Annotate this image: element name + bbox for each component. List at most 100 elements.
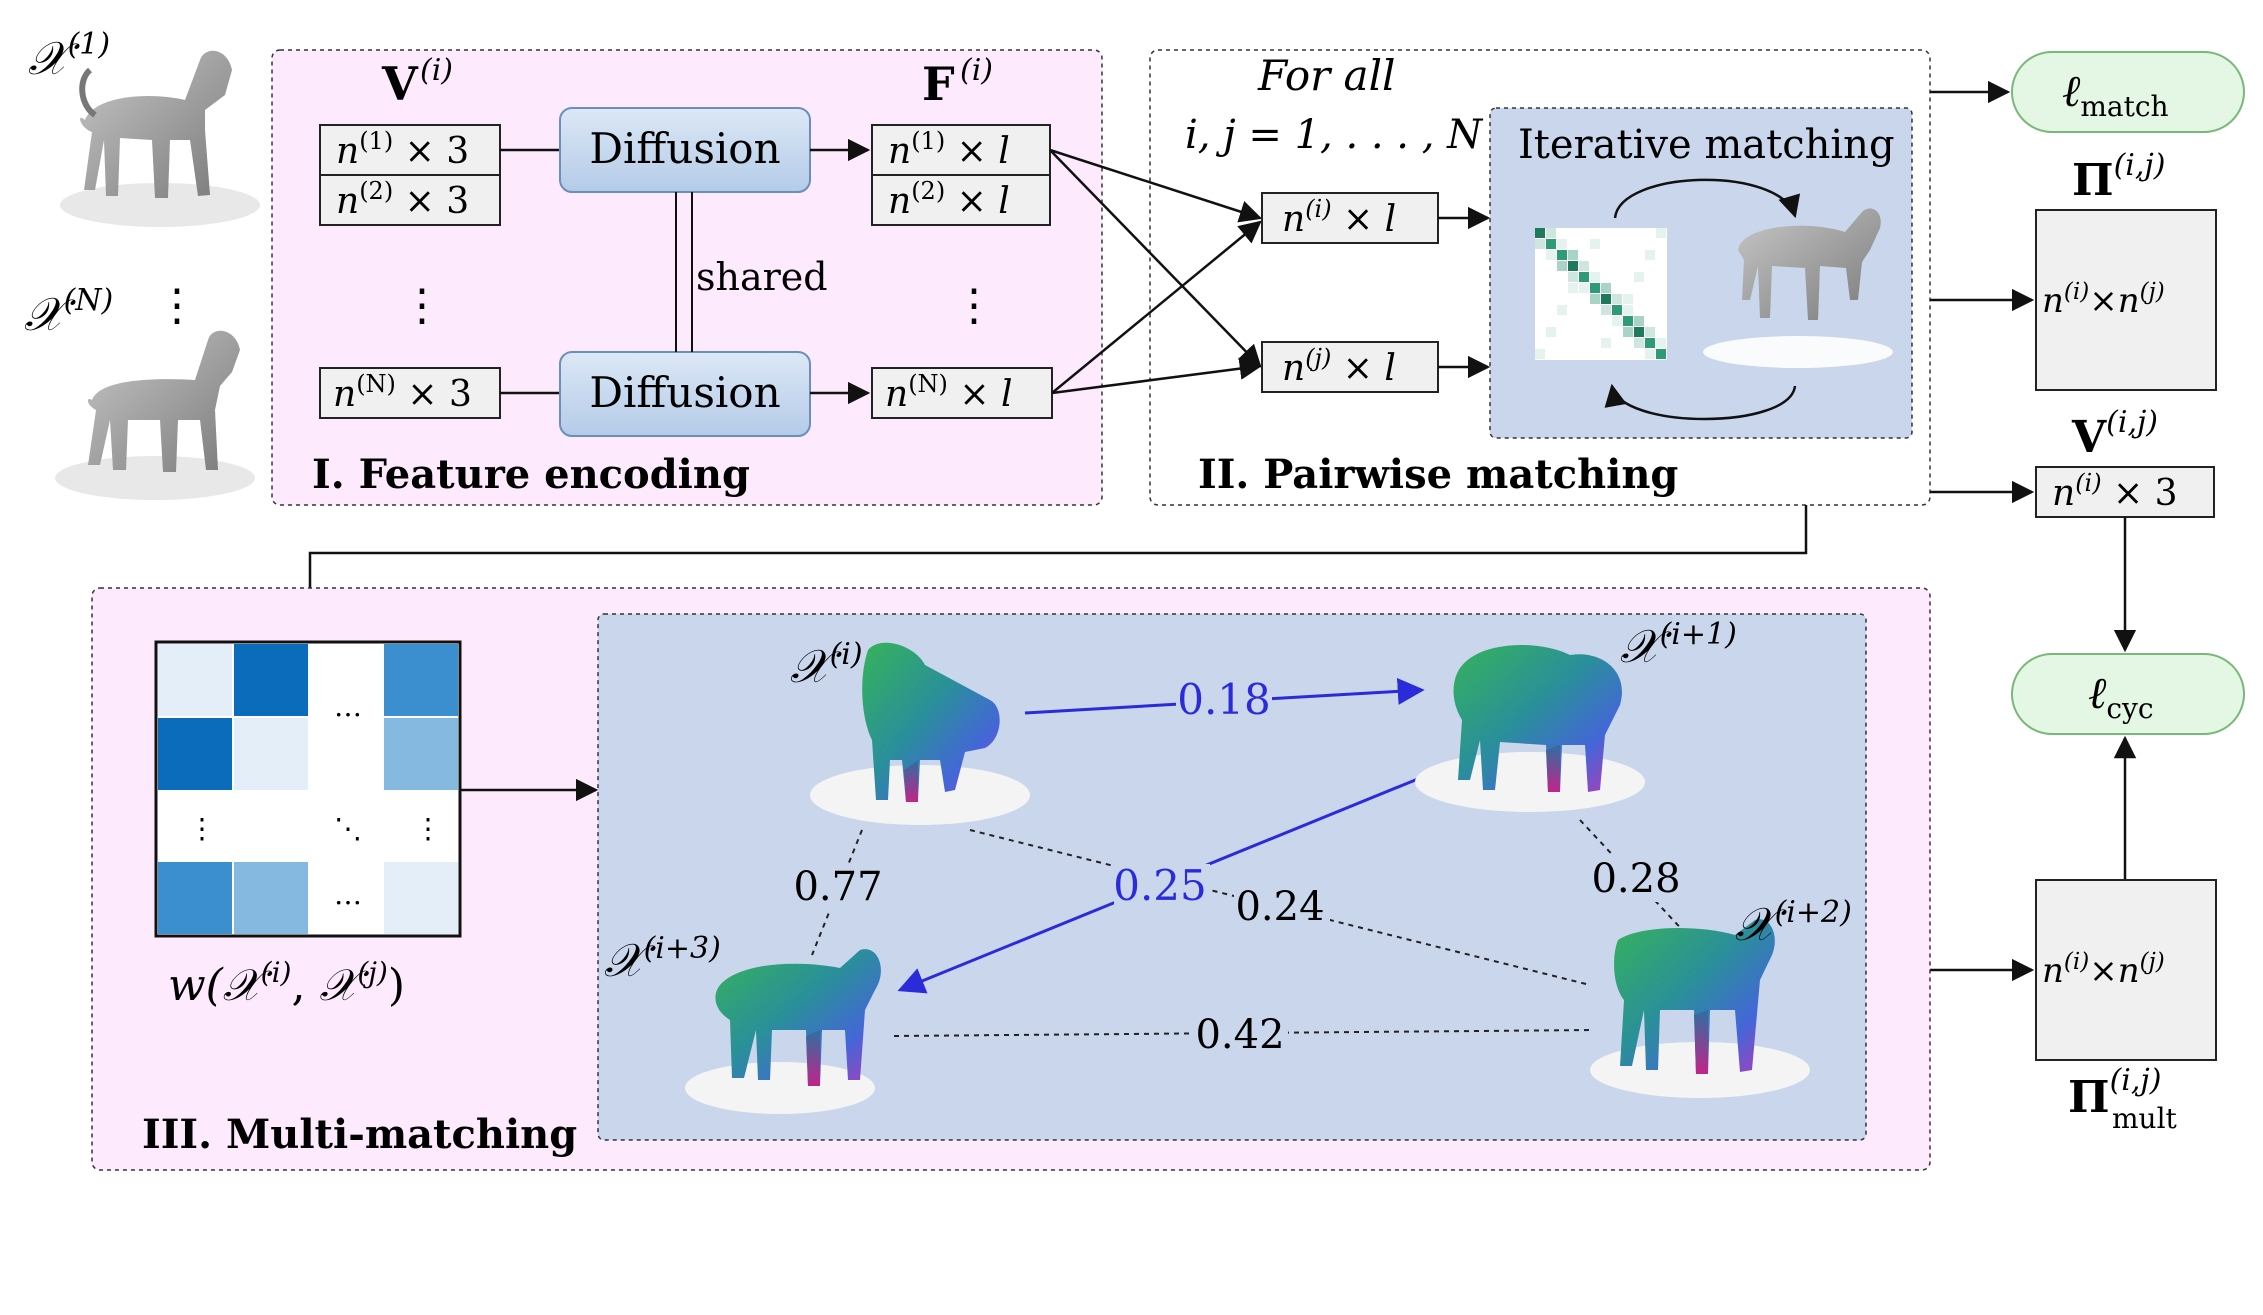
edge-label-0-42: 0.42 bbox=[1195, 1012, 1284, 1058]
matrix-ellipsis-h2: … bbox=[334, 878, 362, 911]
matrix-cell bbox=[1568, 250, 1578, 260]
matrix-cell bbox=[1612, 294, 1622, 304]
matrix-cell bbox=[1579, 283, 1589, 293]
iterative-matching-label: Iterative matching bbox=[1518, 122, 1895, 168]
edge-i1-i2 bbox=[1579, 819, 1689, 937]
matrix-cell bbox=[1612, 316, 1622, 326]
feature-box-n bbox=[871, 367, 1053, 419]
feature-row-n: n(N) × l bbox=[885, 370, 1013, 415]
pi-mult-box bbox=[2035, 879, 2217, 1061]
matrix-cell bbox=[1645, 338, 1655, 348]
shape-label-i3: 𝒳(i+3) bbox=[604, 931, 721, 987]
matrix-cell bbox=[1535, 228, 1545, 238]
weight-matrix bbox=[154, 640, 462, 938]
edge-i-i2 bbox=[969, 829, 1591, 986]
matrix-cell bbox=[1590, 294, 1600, 304]
edge-label-0-28: 0.28 bbox=[1591, 856, 1680, 902]
pi-box-label: n(i)×n(j) bbox=[2042, 279, 2165, 321]
vertex-ellipsis: ⋮ bbox=[400, 280, 444, 331]
matrix-cell bbox=[1623, 294, 1633, 304]
matrix-cell bbox=[1590, 272, 1600, 282]
matrix-cell bbox=[1568, 272, 1578, 282]
loss-cyc-label: ℓcyc bbox=[2088, 668, 2154, 725]
matrix-cell bbox=[1623, 316, 1633, 326]
matrix-cell bbox=[1535, 239, 1545, 249]
matrix-cell bbox=[1645, 349, 1655, 359]
matrix-ellipsis-d: ⋱ bbox=[334, 812, 362, 845]
matrix-cell bbox=[1656, 228, 1666, 238]
loss-match-label: ℓmatch bbox=[2062, 66, 2169, 123]
matrix-cell bbox=[1601, 283, 1611, 293]
matrix-cell bbox=[1590, 239, 1600, 249]
feature-row-2: n(2) × l bbox=[888, 177, 1010, 222]
pi-mult-box-label: n(i)×n(j) bbox=[2042, 949, 2165, 991]
input-shape-label-1: 𝒳(1) bbox=[28, 27, 110, 85]
diffusion-label-top: Diffusion bbox=[589, 124, 780, 173]
matrix-cell bbox=[1634, 316, 1644, 326]
matrix-cell bbox=[1579, 261, 1589, 271]
feat-j-box bbox=[1261, 341, 1439, 393]
index-range-label: i, j = 1, . . . , N bbox=[1185, 112, 1484, 158]
matrix-cell bbox=[1590, 283, 1600, 293]
horse-icon bbox=[60, 50, 260, 227]
matrix-cell bbox=[1645, 327, 1655, 337]
vertex-row-2: n(2) × 3 bbox=[336, 177, 469, 222]
matrix-cell bbox=[1601, 338, 1611, 348]
matrix-cell bbox=[1634, 272, 1644, 282]
vertex-box-n bbox=[319, 367, 501, 419]
matrix-cell bbox=[1568, 261, 1578, 271]
matrix-cell bbox=[1557, 305, 1567, 315]
feat-i-label: n(i) × l bbox=[1282, 195, 1396, 240]
matrix-cell bbox=[1557, 250, 1567, 260]
v-box-label: n(i) × 3 bbox=[2052, 469, 2178, 514]
matrix-cell bbox=[1634, 338, 1644, 348]
loss-match-node bbox=[2011, 51, 2245, 133]
matrix-ellipsis-v1: ⋮ bbox=[188, 812, 216, 845]
hippo-icon bbox=[685, 949, 881, 1114]
matrix-cell bbox=[1568, 283, 1578, 293]
vertices-header: V bbox=[381, 57, 419, 111]
pairwise-matching-label: II. Pairwise matching bbox=[1198, 451, 1678, 498]
lion-icon bbox=[1415, 645, 1645, 812]
edge-label-0-25: 0.25 bbox=[1113, 861, 1207, 910]
leopard-icon bbox=[810, 642, 1030, 825]
wolf-icon bbox=[55, 330, 255, 500]
for-all-label: For all bbox=[1257, 51, 1395, 100]
shared-label: shared bbox=[696, 255, 828, 299]
matrix-cell bbox=[1656, 349, 1666, 359]
matrix-ellipsis-v2: ⋮ bbox=[414, 812, 442, 845]
permutation-matrix bbox=[1535, 228, 1667, 360]
matrix-cell bbox=[1546, 250, 1556, 260]
edge-label-0-77: 0.77 bbox=[793, 864, 882, 910]
v-label: V(i,j) bbox=[2071, 405, 2158, 463]
vertex-box-2 bbox=[319, 174, 501, 226]
matrix-cell bbox=[1546, 239, 1556, 249]
edge-label-0-18: 0.18 bbox=[1177, 675, 1271, 724]
feature-box-2 bbox=[871, 174, 1051, 226]
matrix-cell bbox=[1612, 305, 1622, 315]
feature-encoding-label: I. Feature encoding bbox=[312, 451, 750, 498]
matrix-cell bbox=[1601, 305, 1611, 315]
input-shape-label-n: 𝒳(N) bbox=[24, 283, 113, 341]
matrix-cell bbox=[1623, 327, 1633, 337]
matrix-cell bbox=[1634, 327, 1644, 337]
feat-j-label: n(j) × l bbox=[1282, 344, 1396, 389]
feat-i-box bbox=[1261, 192, 1439, 244]
feature-row-1: n(1) × l bbox=[888, 127, 1010, 172]
matrix-cell bbox=[1546, 327, 1556, 337]
features-header: F bbox=[922, 57, 955, 111]
vertices-header-sup: (i) bbox=[420, 53, 453, 88]
pi-label: Π(i,j) bbox=[2072, 148, 2165, 206]
diffusion-label-bottom: Diffusion bbox=[589, 368, 780, 417]
matrix-cell bbox=[1601, 294, 1611, 304]
cow-icon bbox=[1590, 919, 1810, 1098]
matrix-cell bbox=[1579, 272, 1589, 282]
edge-i-i3 bbox=[811, 829, 863, 956]
loss-cyc-node bbox=[2011, 653, 2245, 735]
pi-mult-label: Π(i,j)mult bbox=[2068, 1063, 2178, 1135]
matrix-cell bbox=[1645, 250, 1655, 260]
matrix-ellipsis-h1: … bbox=[334, 690, 362, 723]
matrix-cell bbox=[1546, 228, 1556, 238]
features-header-sup: (i) bbox=[960, 53, 993, 88]
